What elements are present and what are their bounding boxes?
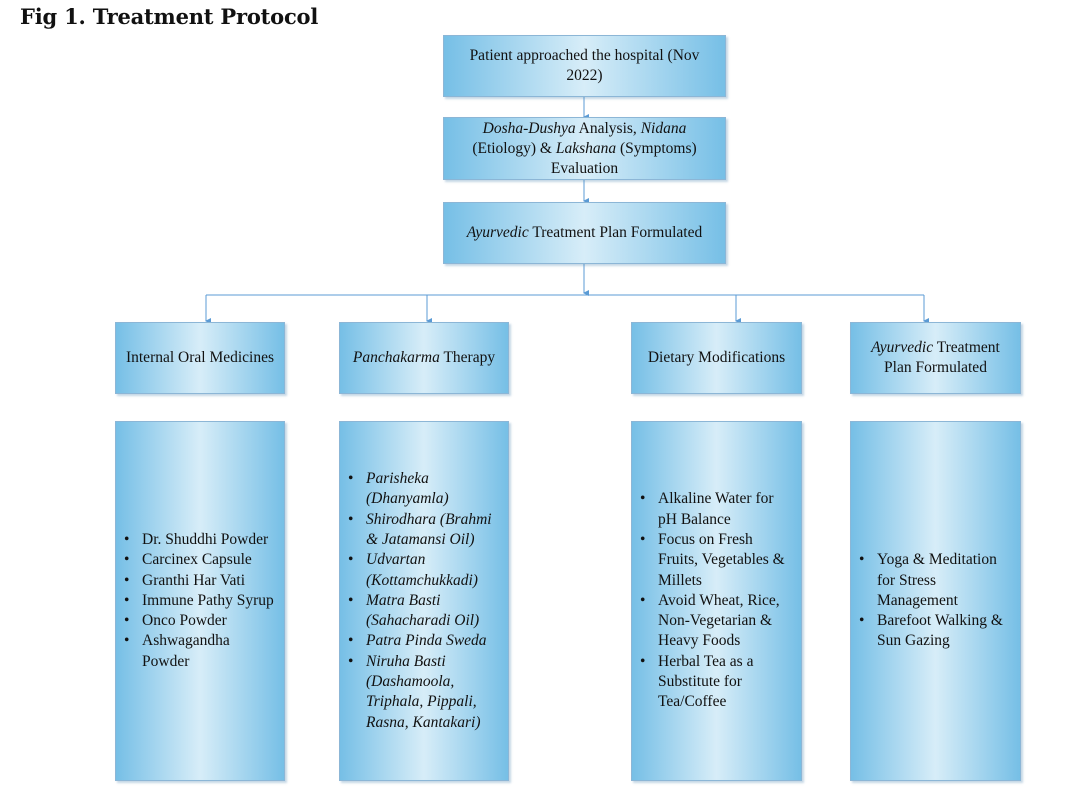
list-item: Parisheka (Dhanyamla) (342, 469, 500, 510)
node-patient-approached: Patient approached the hospital (Nov 202… (443, 35, 726, 97)
list-item: Dr. Shuddhi Powder (118, 530, 276, 551)
node-analysis-evaluation-text: Dosha-Dushya Analysis, Nidana (Etiology)… (472, 119, 697, 177)
list-item: Immune Pathy Syrup (118, 591, 276, 612)
list-item: Granthi Har Vati (118, 571, 276, 592)
list-item: Alkaline Water for pH Balance (634, 489, 793, 530)
list-item: Barefoot Walking & Sun Gazing (853, 611, 1012, 652)
node-analysis-evaluation: Dosha-Dushya Analysis, Nidana (Etiology)… (443, 117, 726, 180)
list-item: Niruha Basti (Dashamoola, Triphala, Pipp… (342, 652, 500, 733)
category-internal-oral-medicines: Internal Oral Medicines (115, 322, 285, 394)
list-item: Udvartan (Kottamchukkadi) (342, 550, 500, 591)
node-treatment-plan-text: Ayurvedic Treatment Plan Formulated (466, 224, 703, 241)
figure-title: Fig 1. Treatment Protocol (20, 4, 319, 29)
category-panchakarma-therapy-label: Panchakarma Therapy (352, 349, 496, 366)
node-treatment-plan: Ayurvedic Treatment Plan Formulated (443, 202, 726, 264)
list-item: Ashwagandha Powder (118, 631, 276, 672)
category-dietary-modifications-label: Dietary Modifications (647, 349, 786, 366)
list-item: Avoid Wheat, Rice, Non-Vegetarian & Heav… (634, 591, 793, 652)
list-item: Shirodhara (Brahmi & Jatamansi Oil) (342, 510, 500, 551)
category-panchakarma-therapy: Panchakarma Therapy (339, 322, 509, 394)
category-internal-oral-medicines-label: Internal Oral Medicines (125, 349, 275, 366)
list-item: Focus on Fresh Fruits, Vegetables & Mill… (634, 530, 793, 591)
list-item: Matra Basti (Sahacharadi Oil) (342, 591, 500, 632)
list-item: Herbal Tea as a Substitute for Tea/Coffe… (634, 652, 793, 713)
list-diet: Alkaline Water for pH Balance Focus on F… (631, 421, 802, 781)
list-item: Yoga & Meditation for Stress Management (853, 550, 1012, 611)
node-patient-approached-text: Patient approached the hospital (Nov 202… (469, 47, 700, 84)
list-item: Patra Pinda Sweda (342, 631, 500, 652)
list-panchakarma: Parisheka (Dhanyamla) Shirodhara (Brahmi… (339, 421, 509, 781)
category-treatment-plan: Ayurvedic Treatment Plan Formulated (850, 322, 1021, 394)
list-lifestyle: Yoga & Meditation for Stress Management … (850, 421, 1021, 781)
category-dietary-modifications: Dietary Modifications (631, 322, 802, 394)
list-item: Carcinex Capsule (118, 550, 276, 571)
category-treatment-plan-label: Ayurvedic Treatment Plan Formulated (871, 339, 1000, 376)
list-item: Onco Powder (118, 611, 276, 632)
list-oral-medicines: Dr. Shuddhi Powder Carcinex Capsule Gran… (115, 421, 285, 781)
